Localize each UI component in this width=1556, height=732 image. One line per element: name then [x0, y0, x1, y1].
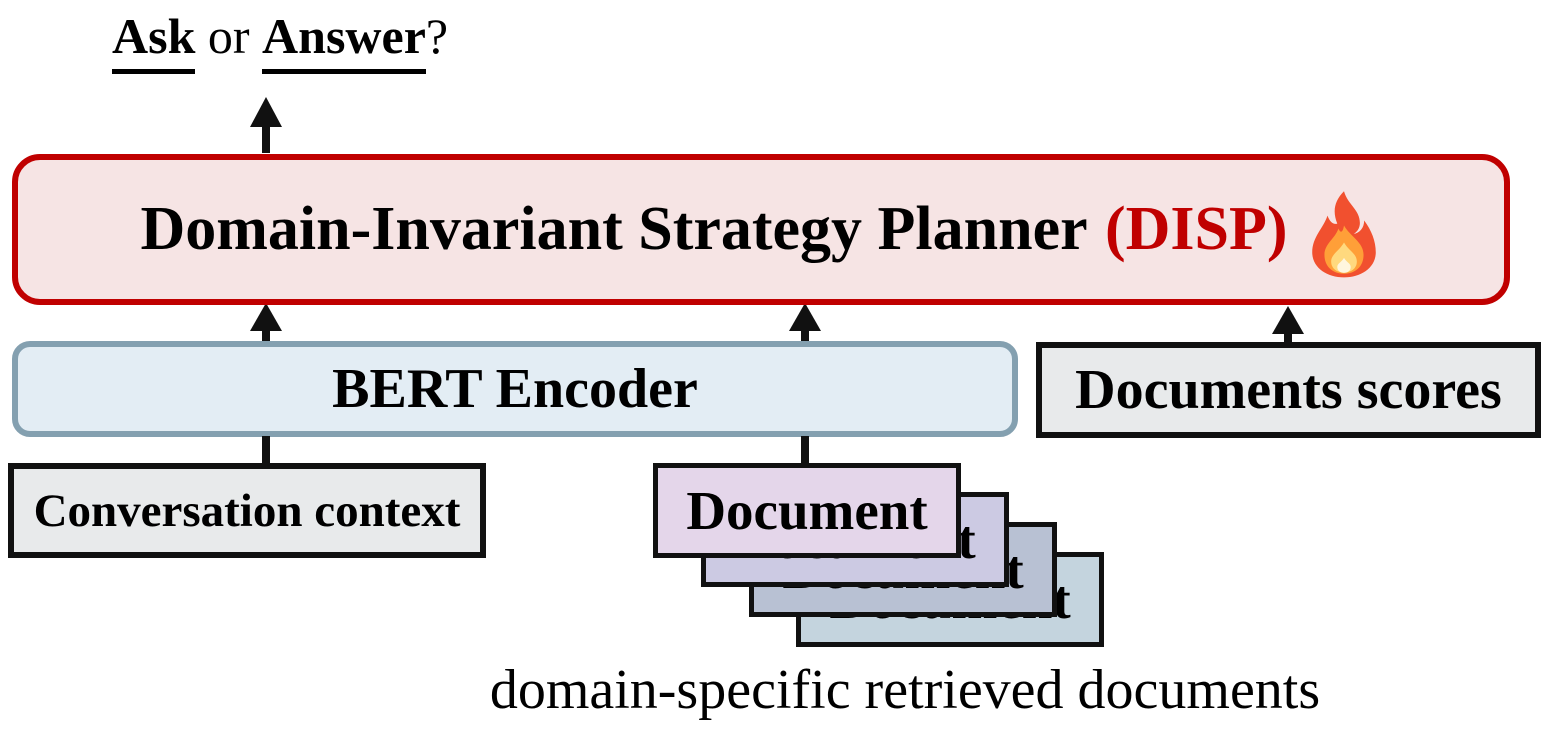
- arrowhead-icon: [250, 303, 282, 331]
- document-card-1: Document: [653, 463, 961, 558]
- bert-encoder-box: BERT Encoder: [12, 341, 1018, 437]
- documents-caption: domain-specific retrieved documents: [489, 659, 1321, 721]
- documents-scores-label: Documents scores: [1075, 359, 1502, 421]
- question-mark: ?: [425, 8, 449, 64]
- output-question: Ask or Answer?: [112, 4, 449, 74]
- arrow-stem: [262, 127, 270, 153]
- or-text: or: [195, 8, 263, 64]
- document-label: Document: [686, 480, 928, 541]
- arrow-stem: [262, 331, 270, 341]
- arrowhead-icon: [1272, 306, 1304, 334]
- conversation-context-label: Conversation context: [33, 484, 461, 537]
- documents-scores-box: Documents scores: [1036, 342, 1541, 438]
- line-document-to-encoder: [801, 436, 809, 464]
- answer-option: Answer: [262, 8, 426, 74]
- arrow-encoder-mid-to-planner: [789, 303, 821, 341]
- conversation-context-box: Conversation context: [8, 463, 486, 558]
- arrow-stem: [1284, 334, 1292, 343]
- bert-encoder-label: BERT Encoder: [332, 358, 698, 420]
- disp-planner-title: Domain-Invariant Strategy Planner: [140, 195, 1088, 263]
- arrow-scores-to-planner: [1272, 306, 1304, 343]
- arrow-stem: [801, 331, 809, 341]
- arrowhead-icon: [789, 303, 821, 331]
- disp-planner-box: Domain-Invariant Strategy Planner (DISP): [12, 154, 1510, 305]
- line-context-to-encoder: [262, 436, 270, 464]
- arrowhead-icon: [250, 97, 282, 127]
- arrow-planner-to-output: [250, 97, 282, 153]
- fire-icon: [1311, 190, 1376, 277]
- disp-acronym: (DISP): [1104, 195, 1288, 263]
- ask-option: Ask: [112, 8, 196, 74]
- arrow-encoder-to-planner: [250, 303, 282, 341]
